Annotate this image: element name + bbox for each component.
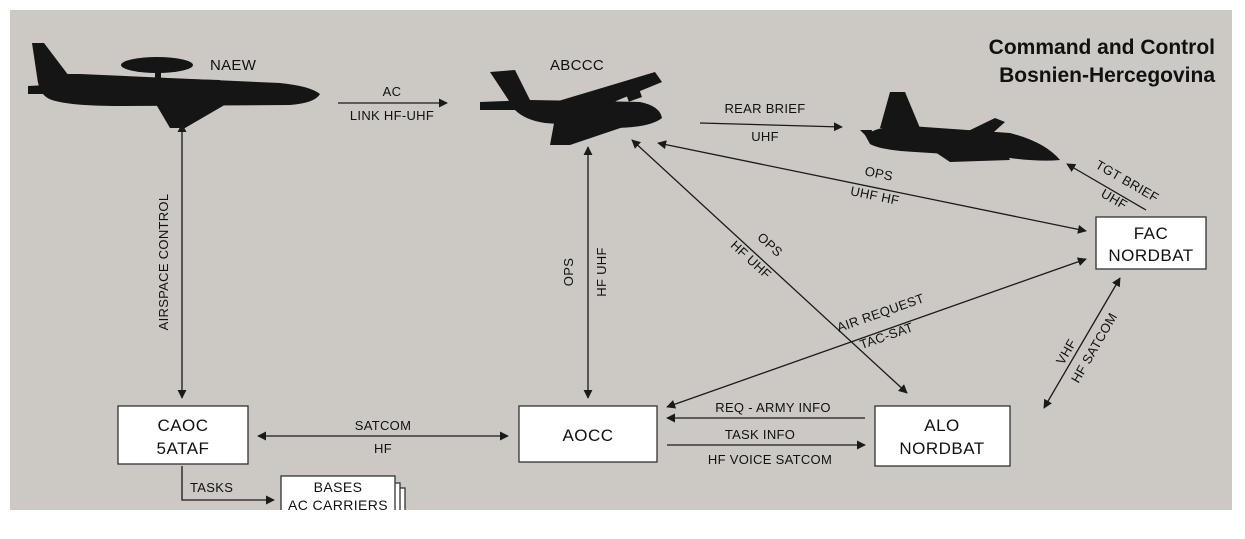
label-fac-fighter-2: UHF [1099, 186, 1130, 213]
link-caoc-bases [181, 466, 275, 505]
node-alo-line-1: ALO [924, 416, 960, 435]
node-caoc-line-1: CAOC [157, 416, 208, 435]
label-abccc-fac-1: OPS [864, 163, 895, 183]
naew-label: NAEW [210, 57, 257, 74]
node-caoc-line-2: 5ATAF [157, 439, 210, 458]
link-abccc-fighter [699, 122, 843, 132]
label-abccc-fighter-2: UHF [751, 129, 779, 144]
fighter-jet-icon [860, 92, 1060, 162]
label-abccc-aocc-1: OPS [561, 258, 576, 286]
abccc-label: ABCCC [550, 57, 604, 74]
title-line-1: Command and Control [989, 36, 1215, 59]
label-aocc-alo-1: TASK INFO [725, 427, 795, 442]
naew-aircraft-icon [28, 43, 320, 128]
node-fac: FAC NORDBAT [1095, 216, 1207, 270]
label-abccc-fighter-1: REAR BRIEF [724, 101, 805, 116]
node-caoc: CAOC 5ATAF [117, 405, 249, 465]
node-bases: BASES AC CARRIERS [280, 475, 406, 510]
label-caoc-aocc-1: SATCOM [355, 418, 411, 433]
label-alo-aocc: REQ - ARMY INFO [715, 400, 831, 415]
node-aocc-line-1: AOCC [562, 426, 613, 445]
link-fac-aocc [666, 257, 1087, 409]
label-aocc-alo-2: HF VOICE SATCOM [708, 452, 832, 467]
title-line-2: Bosnien-Hercegovina [999, 64, 1215, 87]
node-aocc: AOCC [518, 405, 658, 463]
command-control-diagram: Command and Control Bosnien-Hercegovina … [28, 36, 1215, 510]
node-bases-line-1: BASES [314, 479, 363, 495]
label-abccc-alo-1: OPS [755, 230, 786, 260]
label-alo-fac-1: VHF [1053, 336, 1079, 367]
node-bases-line-2: AC CARRIERS [288, 497, 388, 510]
label-caoc-bases: TASKS [190, 480, 233, 495]
node-fac-line-1: FAC [1134, 224, 1169, 243]
node-alo-line-2: NORDBAT [899, 439, 984, 458]
label-naew-abccc-2: LINK HF-UHF [350, 108, 434, 123]
abccc-aircraft-icon [480, 70, 662, 145]
label-abccc-fac-2: UHF HF [849, 183, 900, 208]
link-fac-fighter [1066, 163, 1147, 211]
diagram-frame: Command and Control Bosnien-Hercegovina … [10, 10, 1232, 510]
label-caoc-aocc-2: HF [374, 441, 392, 456]
node-alo: ALO NORDBAT [874, 405, 1011, 467]
label-naew-caoc: AIRSPACE CONTROL [156, 194, 171, 331]
label-abccc-aocc-2: HF UHF [594, 247, 609, 296]
link-alo-fac [1043, 277, 1121, 409]
label-naew-abccc-1: AC [383, 84, 402, 99]
node-fac-line-2: NORDBAT [1108, 246, 1193, 265]
